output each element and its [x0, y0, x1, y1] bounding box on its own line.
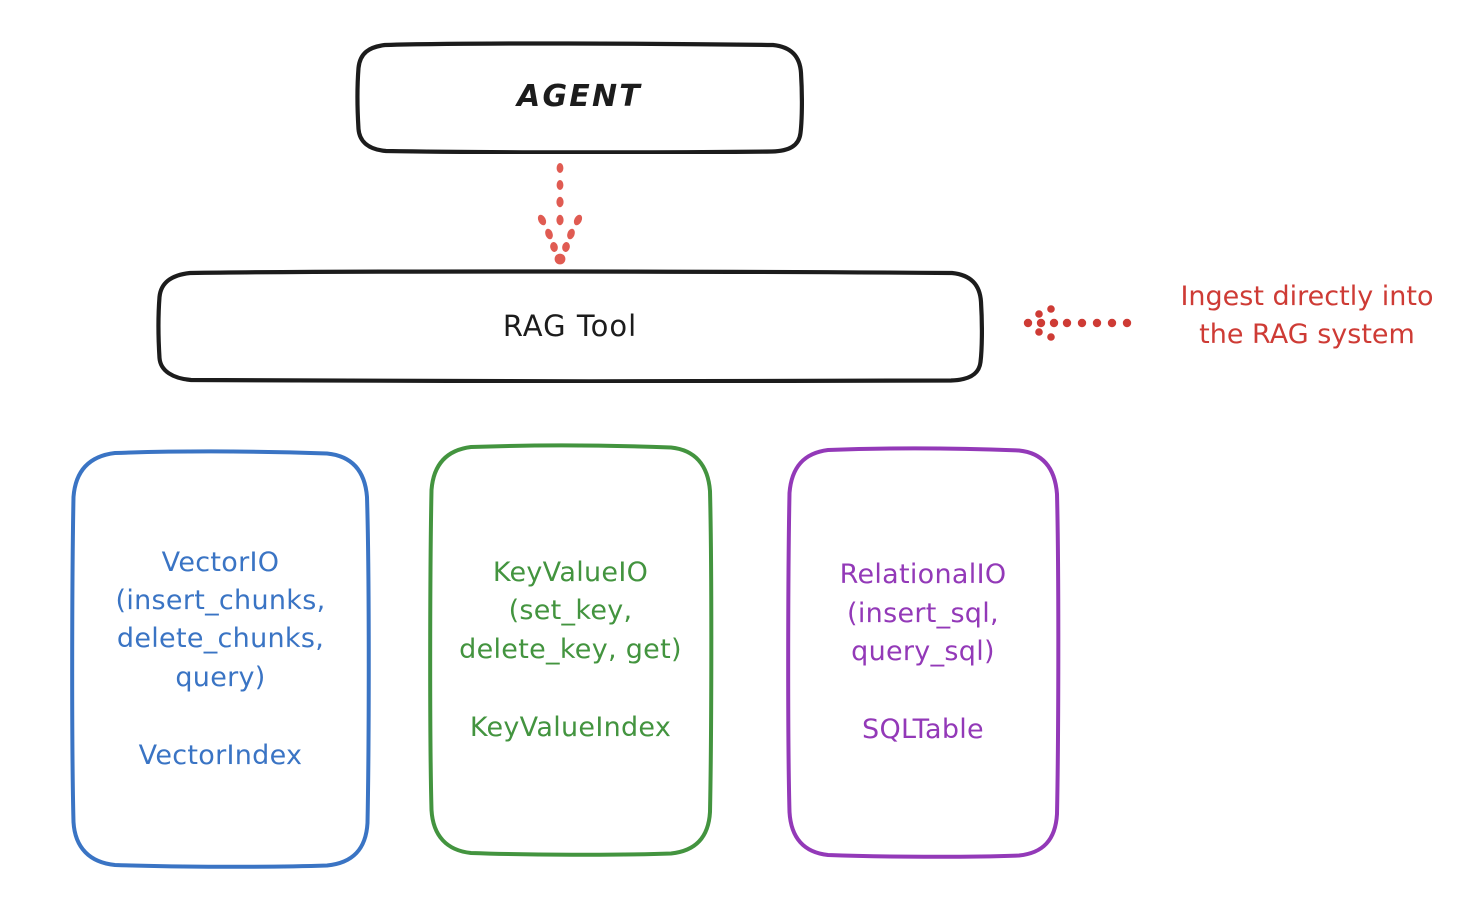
rag-tool-label: RAG Tool — [502, 308, 638, 343]
key-value-io-index-label: KeyValueIndex — [469, 711, 672, 743]
node-rag-tool[interactable]: RAG Tool — [156, 269, 984, 383]
key-value-io-api-label: KeyValueIO (set_key, delete_key, get) — [459, 556, 682, 665]
node-relational-io[interactable]: RelationalIO (insert_sql, query_sql) SQL… — [785, 446, 1061, 860]
agent-to-rag-tool-arrow — [537, 163, 583, 265]
node-key-value-io[interactable]: KeyValueIO (set_key, delete_key, get) Ke… — [427, 443, 714, 858]
ingest-annotation-text: Ingest directly into the RAG system — [1180, 281, 1434, 351]
relational-io-api-label: RelationalIO (insert_sql, query_sql) — [839, 559, 1007, 667]
node-vector-io[interactable]: VectorIO (insert_chunks, delete_chunks, … — [69, 449, 372, 870]
node-agent[interactable]: AGENT — [355, 41, 804, 154]
relational-io-index-label: SQLTable — [862, 714, 984, 746]
agent-label: AGENT — [517, 79, 642, 115]
vector-io-api-label: VectorIO (insert_chunks, delete_chunks, … — [115, 546, 326, 693]
vector-io-index-label: VectorIndex — [138, 739, 303, 771]
ingest-annotation-arrow-icon — [1023, 305, 1132, 341]
